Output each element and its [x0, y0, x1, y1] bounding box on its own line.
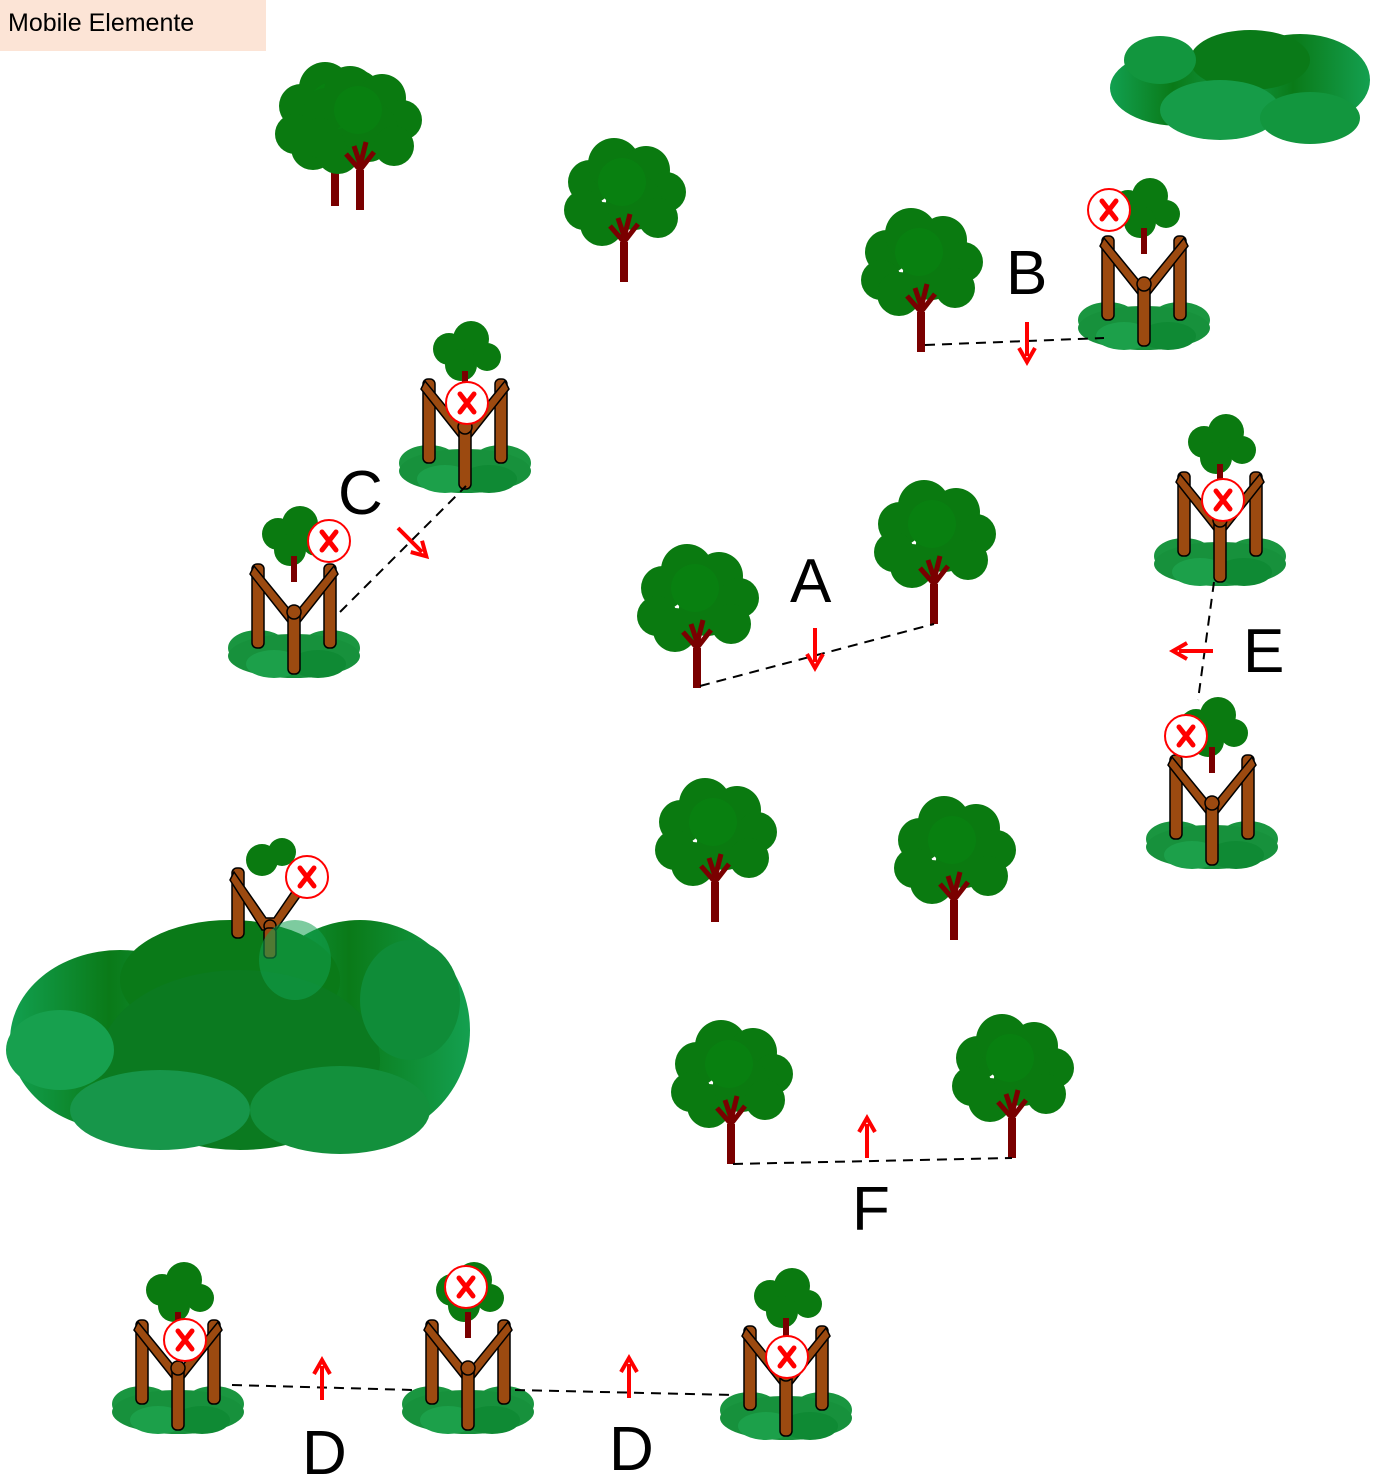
tree-icon [874, 480, 996, 624]
label-e: E [1243, 617, 1284, 686]
label-d-right: D [609, 1415, 654, 1477]
bush-icon [6, 920, 470, 1154]
arrow-icon [1173, 643, 1213, 659]
x-marker-icon [446, 382, 488, 424]
arrow-icon [807, 628, 823, 668]
label-f: F [852, 1175, 890, 1244]
arrow-icon [1019, 322, 1035, 362]
x-marker-icon [286, 856, 328, 898]
label-b: B [1006, 239, 1047, 308]
tree-icon [564, 138, 686, 282]
x-marker-icon [164, 1319, 206, 1361]
label-a: A [790, 547, 832, 616]
connection-line-f [733, 1158, 1012, 1164]
bush-icon [1110, 30, 1370, 144]
x-marker-icon [1165, 715, 1207, 757]
tree-icon [861, 208, 983, 352]
connection-line-b [925, 338, 1104, 345]
x-marker-icon [1088, 189, 1130, 231]
arrow-icon [859, 1118, 875, 1158]
x-marker-icon [766, 1336, 808, 1378]
tree-icon [637, 544, 759, 688]
arrow-icon [314, 1360, 330, 1400]
tree-icon [894, 796, 1016, 940]
connection-line-d2 [515, 1390, 734, 1395]
raised-hide-icon [1146, 697, 1278, 869]
connection-line-e [1198, 582, 1214, 700]
label-d-left: D [302, 1419, 347, 1477]
tree-icon [655, 778, 777, 922]
tree-icon [671, 1020, 793, 1164]
x-marker-icon [445, 1266, 487, 1308]
tree-icon [952, 1014, 1074, 1158]
x-marker-icon [1202, 479, 1244, 521]
arrow-icon [392, 522, 432, 562]
label-c: C [338, 459, 383, 528]
